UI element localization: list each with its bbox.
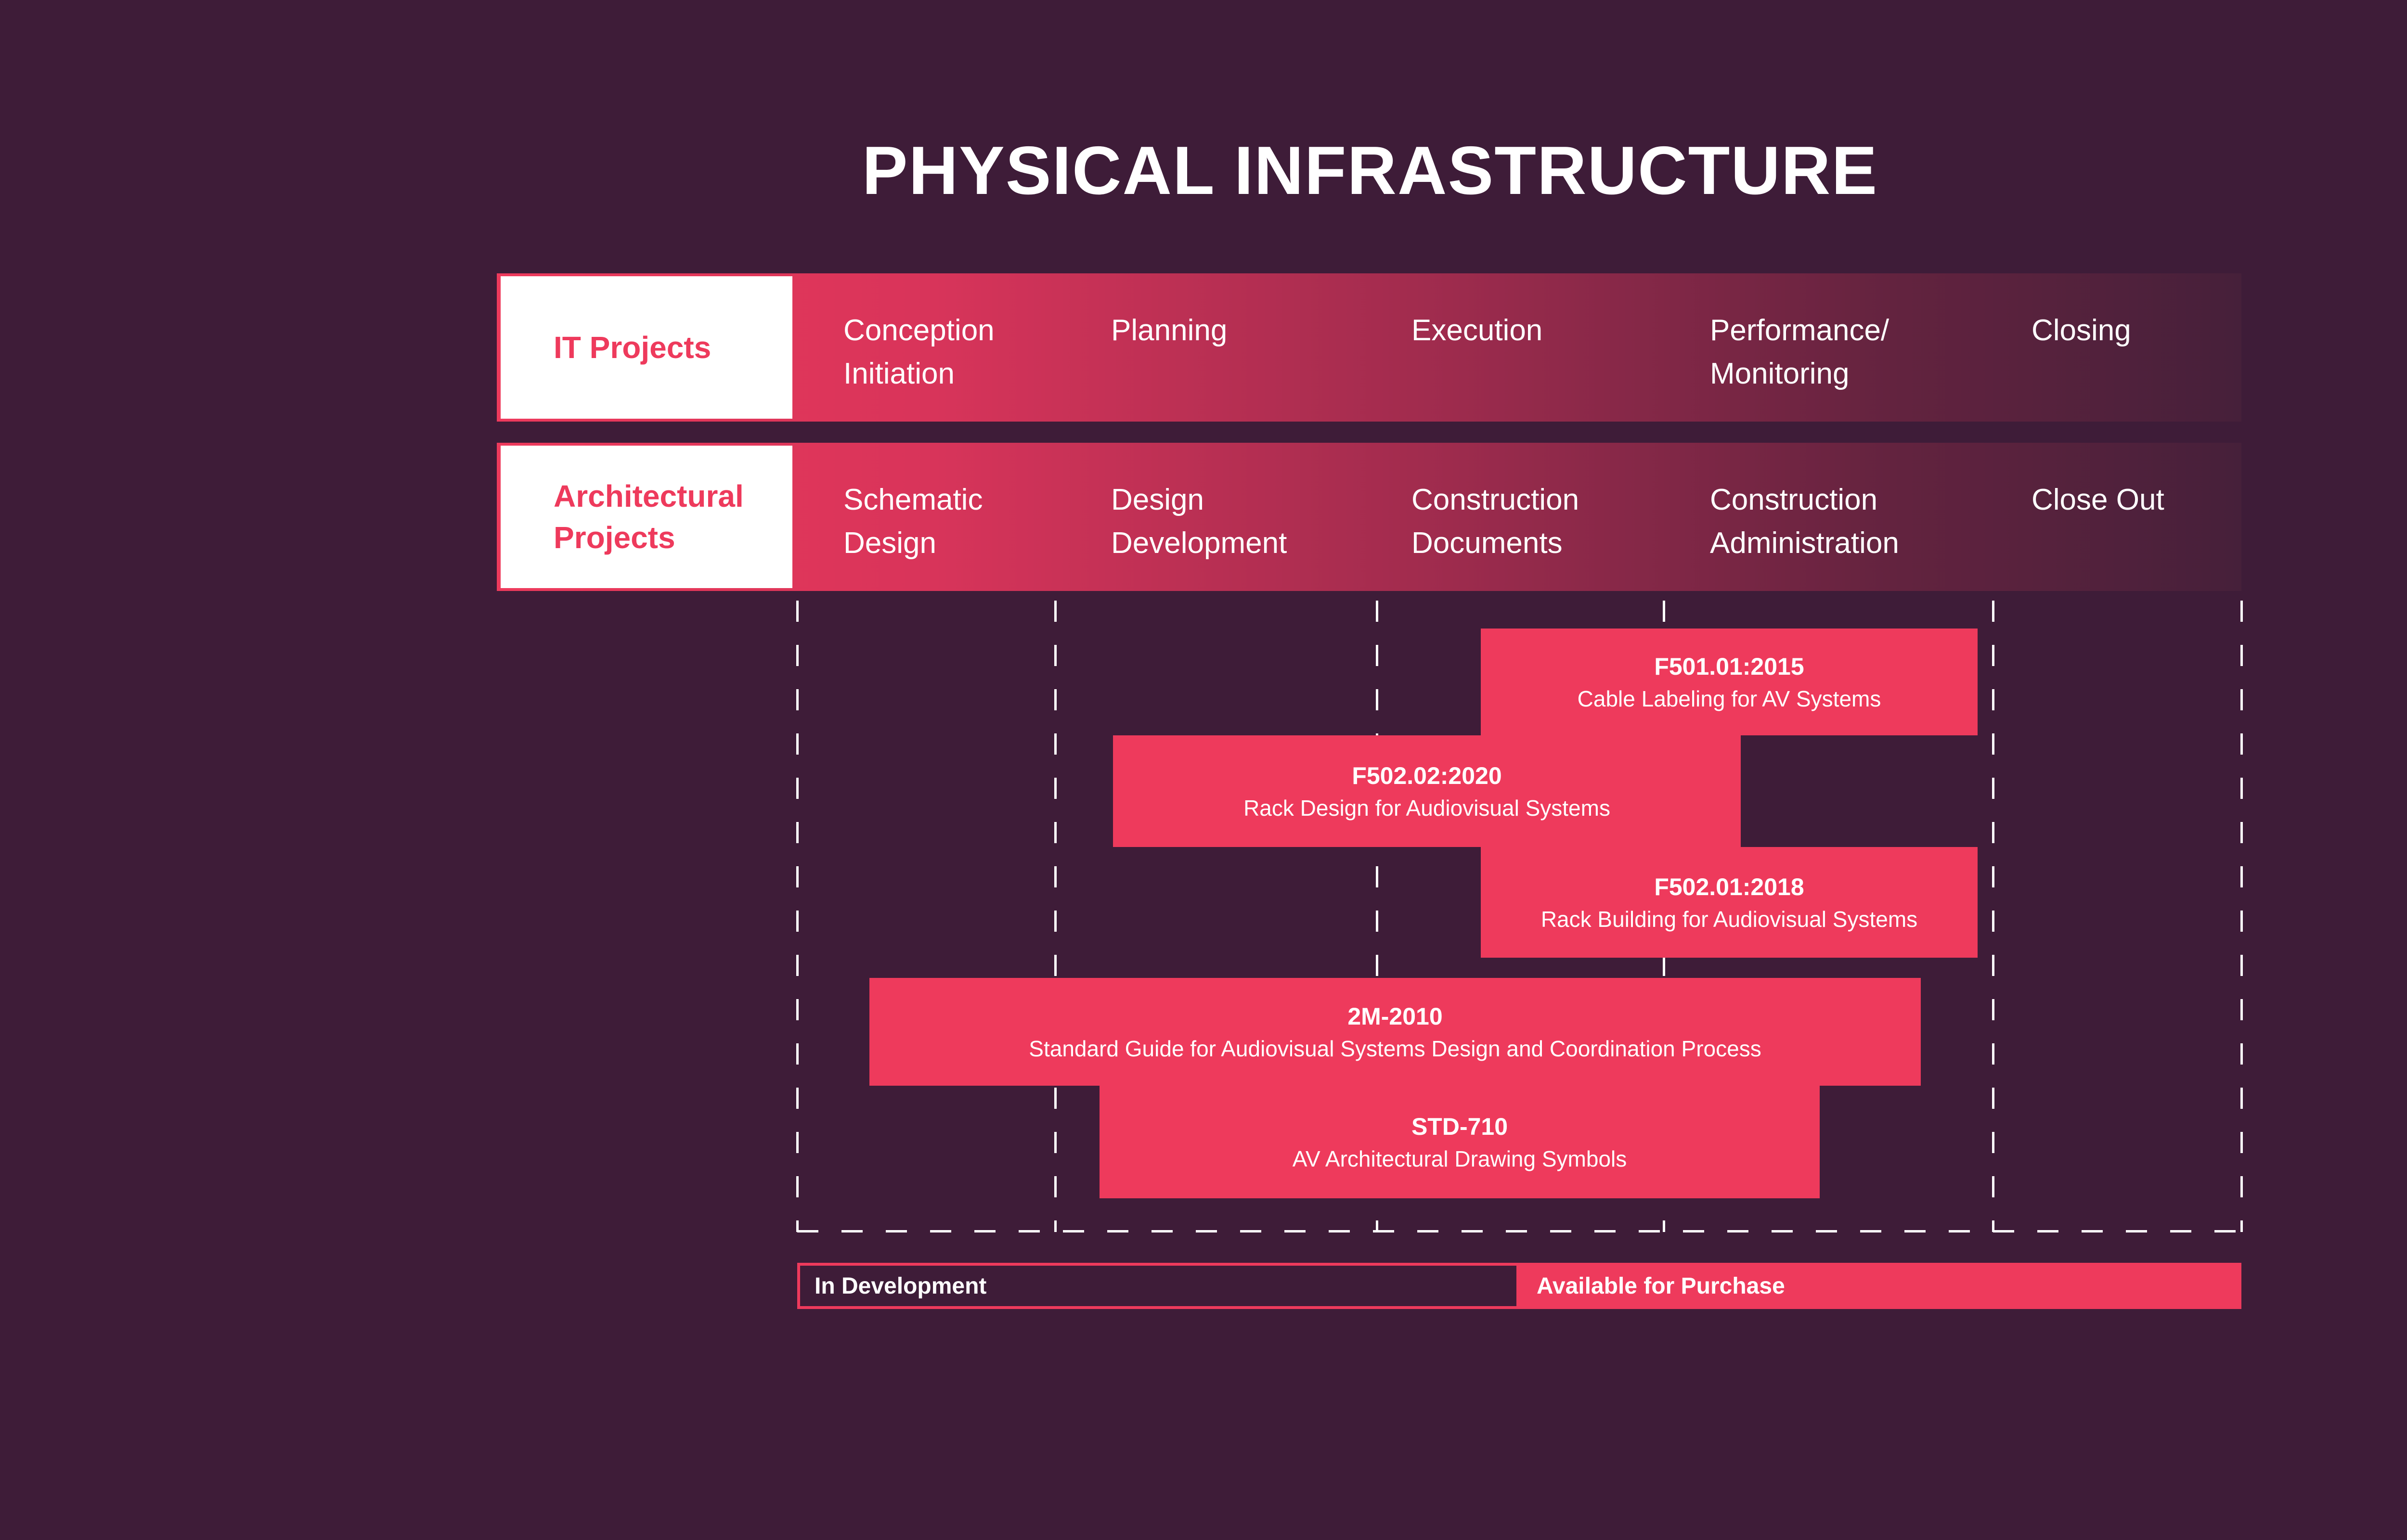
architectural-projects-label-box: Architectural Projects [501, 446, 792, 588]
phase-schematic-design: Schematic Design [843, 483, 983, 560]
standard-bar-f502-01-2018: F502.01:2018 Rack Building for Audiovisu… [1481, 847, 1978, 958]
legend-in-development: In Development [797, 1263, 1519, 1309]
architectural-projects-label: Architectural Projects [554, 479, 744, 555]
it-projects-label-box: IT Projects [501, 276, 792, 419]
phase-closing: Closing [2032, 314, 2131, 347]
phase-performance-monitoring: Performance/ Monitoring [1710, 314, 1889, 390]
it-projects-row: IT Projects Conception Initiation Planni… [497, 273, 2241, 422]
phase-conception-initiation: Conception Initiation [843, 314, 995, 390]
standard-name: AV Architectural Drawing Symbols [1292, 1146, 1627, 1171]
standard-code: F501.01:2015 [1654, 653, 1804, 680]
standard-bar-f502-02-2020: F502.02:2020 Rack Design for Audiovisual… [1113, 735, 1741, 847]
standard-name: Cable Labeling for AV Systems [1577, 686, 1881, 711]
phase-design-development: Design Development [1111, 483, 1287, 560]
standard-bar-2m-2010: 2M-2010 Standard Guide for Audiovisual S… [869, 978, 1921, 1086]
legend-available-for-purchase-label: Available for Purchase [1537, 1273, 1785, 1299]
standard-code: 2M-2010 [1347, 1003, 1443, 1030]
grid-line-3 [1376, 601, 1378, 1232]
grid-line-6 [2240, 601, 2243, 1232]
grid-line-2 [1054, 601, 1057, 1232]
grid-line-5 [1992, 601, 1994, 1232]
standard-bar-std-710: STD-710 AV Architectural Drawing Symbols [1100, 1086, 1820, 1198]
phase-planning: Planning [1111, 314, 1228, 347]
phase-construction-administration: Construction Administration [1710, 483, 1899, 560]
legend-available-for-purchase: Available for Purchase [1519, 1263, 2241, 1309]
legend-in-development-label: In Development [815, 1273, 987, 1299]
phase-execution: Execution [1411, 314, 1543, 347]
standard-code: F502.02:2020 [1352, 762, 1502, 789]
standard-bar-f501-01-2015: F501.01:2015 Cable Labeling for AV Syste… [1481, 629, 1978, 735]
architectural-projects-row: Architectural Projects Schematic Design … [497, 443, 2241, 591]
standard-name: Standard Guide for Audiovisual Systems D… [1029, 1036, 1761, 1061]
it-projects-label: IT Projects [554, 330, 712, 365]
standard-name: Rack Design for Audiovisual Systems [1243, 796, 1610, 821]
phase-construction-documents: Construction Documents [1411, 483, 1579, 560]
standard-code: F502.01:2018 [1654, 873, 1804, 900]
page-title: PHYSICAL INFRASTRUCTURE [862, 132, 1878, 209]
grid-line-1 [796, 601, 799, 1232]
grid-baseline [797, 1230, 2243, 1232]
standard-code: STD-710 [1411, 1113, 1508, 1140]
phase-close-out: Close Out [2032, 483, 2164, 516]
standard-name: Rack Building for Audiovisual Systems [1540, 907, 1918, 932]
